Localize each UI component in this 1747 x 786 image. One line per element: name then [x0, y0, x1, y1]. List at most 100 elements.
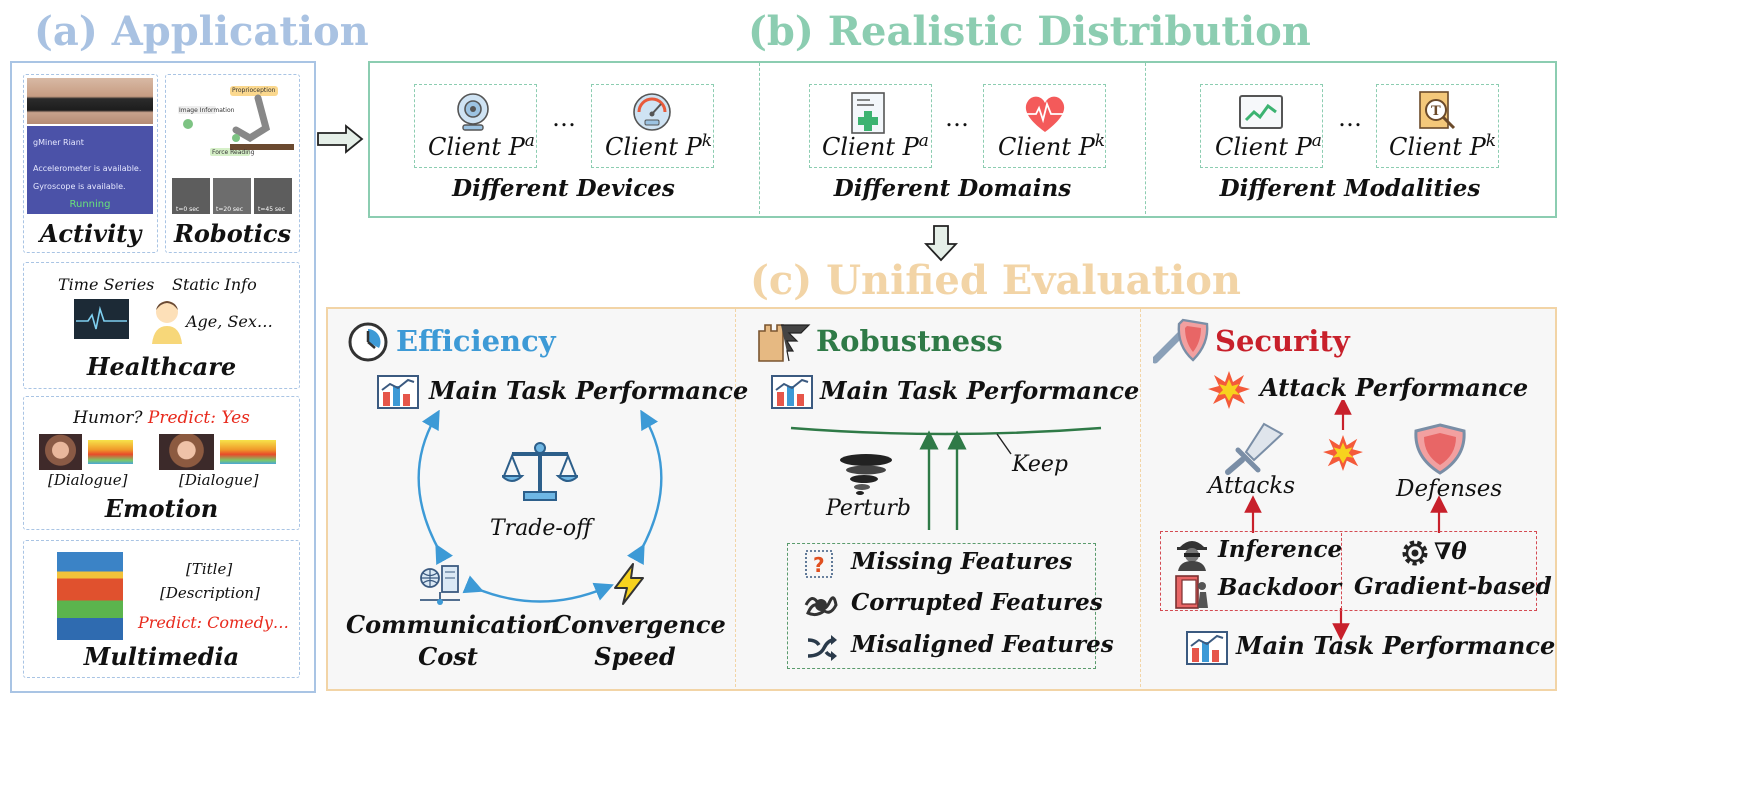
phone-status: Running: [69, 199, 111, 210]
panel-b-divider-1: [759, 63, 760, 214]
communication-cost-label: Communication Cost: [346, 609, 560, 673]
robotics-tag-image: Image Information: [179, 107, 235, 114]
emotion-question-line: Humor? Predict: Yes: [23, 408, 300, 428]
robotics-time-3: t=45 sec: [258, 206, 286, 213]
arrow-right-icon: [316, 124, 364, 154]
client-prefix: Client P: [605, 133, 702, 161]
static-info-label: Static Info: [172, 275, 257, 294]
efficiency-title: Efficiency: [396, 324, 556, 358]
ellipsis-devices: …: [552, 104, 576, 132]
activity-belt-photo: [27, 78, 153, 124]
panel-c-divider-1: [735, 309, 736, 687]
spy-icon: [1174, 535, 1210, 571]
emotion-spectrogram-2: [220, 440, 276, 464]
heartbeat-icon: [1022, 94, 1068, 134]
activity-label: Activity: [39, 219, 142, 248]
question-mark-icon: ?: [804, 549, 834, 579]
feature-missing: Missing Features: [851, 548, 1073, 575]
tornado-icon: [838, 453, 894, 497]
emotion-spectrogram-1: [88, 440, 133, 464]
healthcare-card: [23, 262, 300, 389]
client-pa-domains-label: Client Pa: [822, 131, 929, 161]
client-prefix: Client P: [428, 133, 525, 161]
multimedia-prediction: Predict: Comedy…: [138, 613, 289, 632]
group-label-modalities: Different Modalities: [1219, 175, 1481, 202]
movie-poster: [57, 552, 123, 640]
medical-document-icon: [850, 91, 888, 135]
balance-scale-icon: [499, 440, 581, 504]
emotion-prediction: Predict: Yes: [147, 408, 250, 428]
client-pa-devices-label: Client Pa: [428, 131, 535, 161]
defense-shield-icon: [1412, 421, 1468, 477]
dialogue-label-1: [Dialogue]: [48, 471, 128, 489]
inference-label: Inference: [1218, 536, 1343, 563]
panel-c-divider-2: [1140, 309, 1141, 687]
multimedia-card: [23, 540, 300, 678]
client-pa-devices: [414, 84, 537, 168]
scribble-icon: [804, 591, 838, 619]
arrow-down-icon: [923, 224, 959, 262]
panel-c-box: [326, 307, 1557, 691]
security-methods-divider: [1341, 533, 1342, 609]
client-pk-devices-label: Client Pk: [605, 131, 712, 161]
tradeoff-cycle-arrows: [417, 410, 663, 603]
tradeoff-label: Trade-off: [490, 516, 592, 541]
activity-phone-screen: gMiner Riant Accelerometer is available.…: [27, 126, 153, 214]
svg-text:?: ?: [813, 553, 825, 577]
performance-chart-icon: [1185, 630, 1229, 666]
client-prefix: Client P: [1215, 133, 1312, 161]
network-server-icon: [418, 564, 462, 606]
panel-b-title: (b) Realistic Distribution: [748, 8, 1311, 55]
robustness-title: Robustness: [816, 324, 1003, 358]
shield-sword-icon: [1151, 316, 1211, 364]
ellipsis-modalities: …: [1338, 104, 1362, 132]
security-title: Security: [1215, 324, 1350, 358]
robotics-illustration: Proprioception Image Information Force R…: [170, 78, 294, 216]
security-arrows: [1244, 400, 1448, 640]
sword-icon: [1224, 420, 1288, 476]
defenses-label: Defenses: [1396, 476, 1503, 502]
convergence-speed-label: Convergence Speed: [552, 609, 726, 673]
phone-line-2: Gyroscope is available.: [33, 182, 126, 191]
client-pk-domains: [983, 84, 1106, 168]
webcam-icon: [454, 92, 492, 132]
multimedia-label: Multimedia: [83, 642, 240, 671]
backdoor-label: Backdoor: [1218, 574, 1342, 601]
explosion-icon: [1207, 370, 1251, 410]
security-main-task: Main Task Performance: [1236, 631, 1556, 660]
feature-corrupted: Corrupted Features: [851, 589, 1103, 616]
multimedia-title-tag: [Title]: [186, 560, 233, 578]
client-prefix: Client P: [1389, 133, 1486, 161]
emotion-label: Emotion: [104, 494, 219, 523]
clock-icon: [347, 321, 389, 363]
phone-app-name: gMiner Riant: [33, 138, 84, 147]
keep-line-arrows: [790, 426, 1102, 530]
lightning-icon: [611, 562, 647, 606]
client-pk-modalities: [1376, 84, 1499, 168]
client-sup-a: a: [1311, 131, 1322, 151]
robotics-time-1: t=0 sec: [176, 206, 200, 213]
client-sup-a: a: [524, 131, 535, 151]
time-series-label: Time Series: [58, 275, 155, 294]
text-search-icon: T: [1416, 90, 1460, 134]
gradient-symbol: ∇θ: [1434, 538, 1467, 565]
performance-chart-icon: [770, 374, 814, 410]
emotion-face-2: [159, 434, 214, 470]
castle-tornado-icon: [757, 321, 811, 363]
patient-avatar-icon: [150, 298, 184, 344]
performance-chart-icon: [376, 374, 420, 410]
client-pk-domains-label: Client Pk: [998, 131, 1105, 161]
panel-b-box: [368, 61, 1557, 218]
client-sup-k: k: [1485, 131, 1497, 151]
robotics-time-2: t=20 sec: [216, 206, 244, 213]
conv-line-2: Speed: [594, 642, 676, 671]
client-pa-domains: [809, 84, 932, 168]
svg-text:T: T: [1431, 104, 1441, 119]
comm-line-1: Communication: [346, 610, 560, 639]
client-sup-k: k: [1094, 131, 1106, 151]
robotics-card: [165, 74, 300, 253]
client-pk-devices: [591, 84, 714, 168]
panel-b-divider-2: [1145, 63, 1146, 214]
healthcare-label: Healthcare: [86, 352, 237, 381]
gear-icon: [1400, 538, 1430, 568]
